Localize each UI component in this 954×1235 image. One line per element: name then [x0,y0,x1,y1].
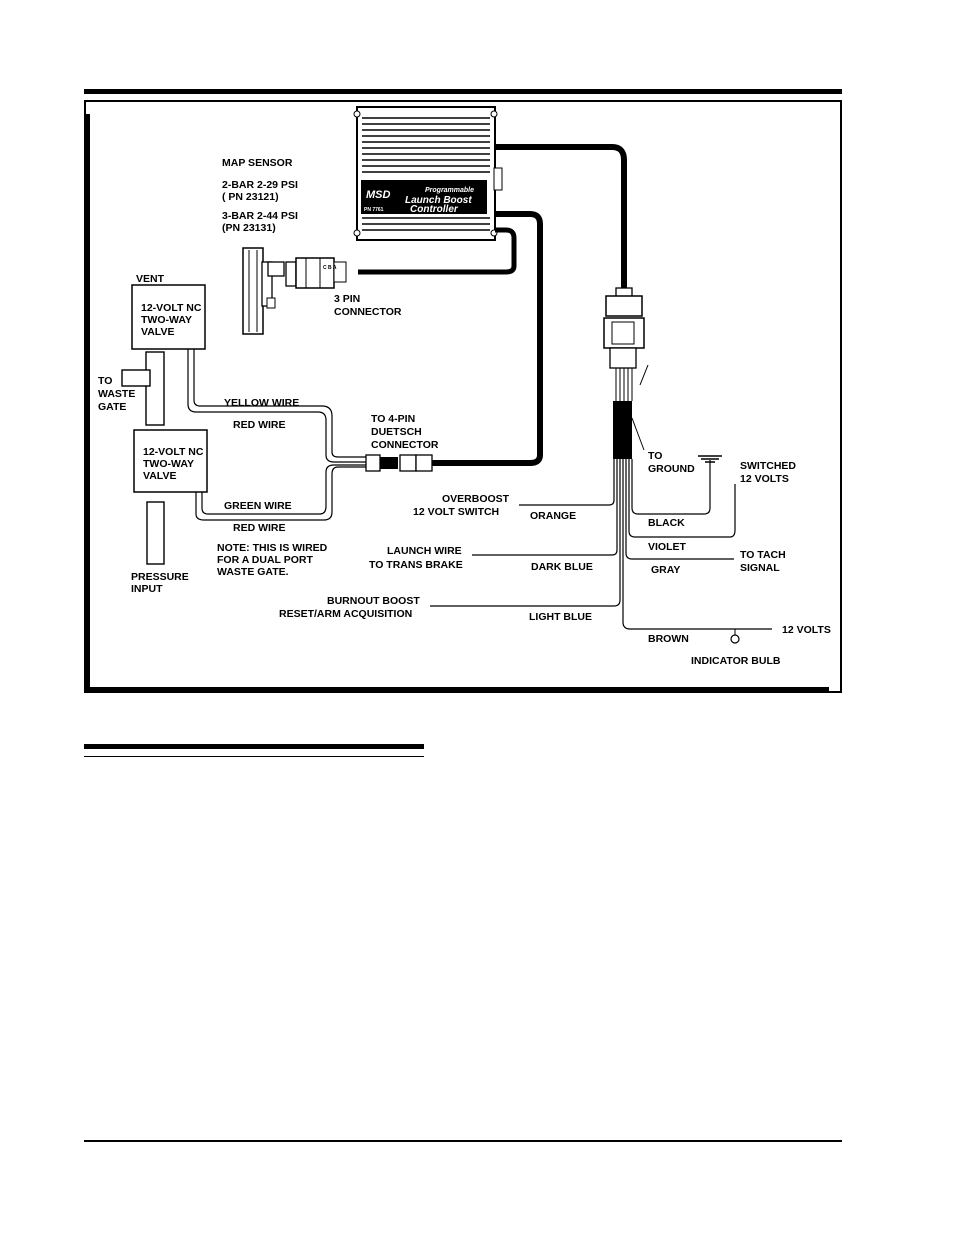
tee-fitting [121,351,165,426]
overboost-2: 12 VOLT SWITCH [413,506,499,518]
tach-2: SIGNAL [740,562,780,574]
upper-valve [131,284,206,350]
map-sensor-2bar: 2-BAR 2-29 PSI [222,179,298,191]
lower-valve-line3: VALVE [143,470,176,482]
section-rule-thin [84,756,424,757]
ground-1: TO [648,450,662,462]
section-rule-thick [84,744,424,749]
map-sensor-3bar-pn: (PN 23131) [222,222,276,234]
green-wire-label: GREEN WIRE [224,500,292,512]
note-line2: FOR A DUAL PORT [217,554,313,566]
wiring-diagram-frame [84,100,842,693]
note-line3: WASTE GATE. [217,566,289,578]
lower-valve-line1: 12-VOLT NC [143,446,204,458]
black-label: BLACK [648,517,685,529]
twelve-volts-label: 12 VOLTS [782,624,831,636]
dark-blue-label: DARK BLUE [531,561,593,573]
header-rule [84,89,842,94]
waste-gate-1: TO [98,375,112,387]
yellow-wire-label: YELLOW WIRE [224,397,299,409]
lower-valve-line2: TWO-WAY [143,458,194,470]
map-sensor: C B A [242,247,347,335]
burnout-2: RESET/ARM ACQUISITION [279,608,412,620]
controller-script: Programmable [425,187,474,194]
burnout-1: BURNOUT BOOST [327,595,420,607]
connector-label-1: 3 PIN [334,293,360,305]
deutsch-connector [365,454,433,472]
note-line1: NOTE: THIS IS WIRED [217,542,328,554]
overboost-1: OVERBOOST [442,493,510,505]
pressure-input-1: PRESSURE [131,571,189,583]
red-wire-lower-label: RED WIRE [233,522,286,534]
controller-part-no: PN 7761 [364,207,384,213]
map-sensor-2bar-pn: ( PN 23121) [222,191,279,203]
pressure-input-2: INPUT [131,583,163,595]
light-blue-label: LIGHT BLUE [529,611,592,623]
red-wire-upper-label: RED WIRE [233,419,286,431]
ground-2: GROUND [648,463,695,475]
upper-valve-line3: VALVE [141,326,174,338]
upper-valve-line2: TWO-WAY [141,314,192,326]
brown-label: BROWN [648,633,689,645]
launch-1: LAUNCH WIRE [387,545,462,557]
orange-label: ORANGE [530,510,576,522]
indicator-label: INDICATOR BULB [691,655,781,667]
indicator-bulb [730,629,740,644]
deutsch-line1: TO 4-PIN [371,413,415,425]
deutsch-line2: DUETSCH [371,426,422,438]
controller-brand: MSD [366,189,391,201]
lower-valve [133,429,208,493]
upper-valve-line1: 12-VOLT NC [141,302,202,314]
waste-gate-2: WASTE [98,388,135,400]
violet-label: VIOLET [648,541,687,553]
launch-2: TO TRANS BRAKE [369,559,463,571]
connector-label-2: CONNECTOR [334,306,402,318]
map-sensor-title: MAP SENSOR [222,157,293,169]
waste-gate-3: GATE [98,401,126,413]
harness-connector [603,287,645,459]
switched-1: SWITCHED [740,460,796,472]
vent-label: VENT [136,273,165,285]
pressure-input-tube [146,501,165,565]
controller-name-1: Launch Boost [405,195,472,206]
tach-1: TO TACH [740,549,786,561]
gray-label: GRAY [651,564,680,576]
svg-text:C B A: C B A [323,265,337,271]
launch-boost-controller: MSD Programmable Launch Boost Controller… [353,106,503,241]
map-sensor-3bar: 3-BAR 2-44 PSI [222,210,298,222]
deutsch-line3: CONNECTOR [371,439,439,451]
footer-rule [84,1140,842,1142]
ground-symbol [698,455,722,463]
switched-2: 12 VOLTS [740,473,789,485]
controller-name-2: Controller [410,204,459,215]
